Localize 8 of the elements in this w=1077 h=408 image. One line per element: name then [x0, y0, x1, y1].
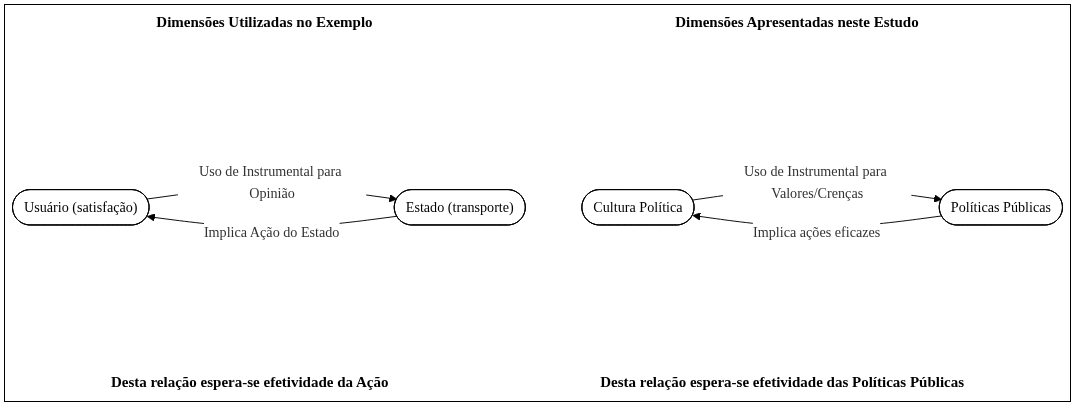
edge-label: Uso de Instrumental para Valores/Crenças: [744, 163, 887, 200]
edge-label: Implica ações eficazes: [753, 224, 881, 240]
panel-heading: Dimensões Utilizadas no Exemplo: [156, 13, 373, 31]
edge-label: Uso de Instrumental para Opinião: [199, 163, 342, 200]
panel-caption: Desta relação espera-se efetividade das Políticas Públicas: [600, 373, 965, 391]
panel-heading: Dimensões Apresentadas neste Estudo: [675, 13, 919, 31]
panel-caption: Desta relação espera-se efetividade da Ação: [110, 373, 389, 391]
edge-label: Implica Ação do Estado: [203, 224, 340, 240]
